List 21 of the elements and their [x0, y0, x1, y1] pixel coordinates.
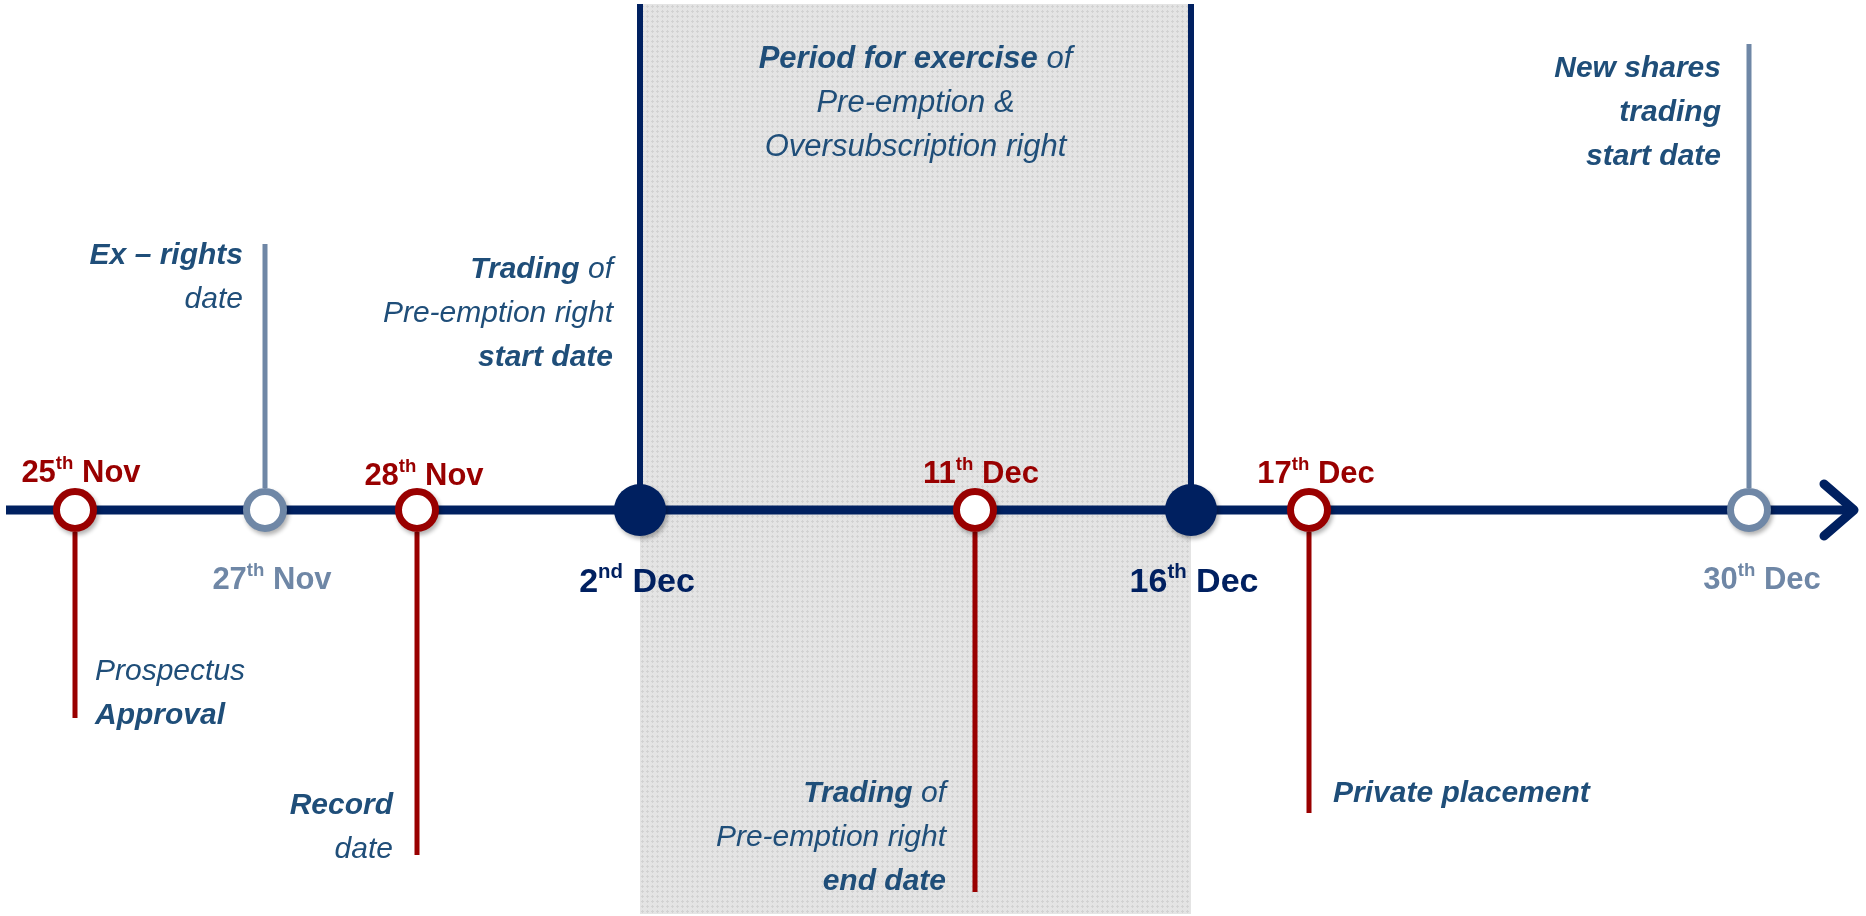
event-label: Private placement: [1309, 770, 1639, 814]
date-label: 25$^{th}$ Nov: [21, 454, 141, 490]
event-label: Prospectus Approval: [75, 648, 275, 736]
stem-line: [414, 532, 420, 855]
stem-line: [1306, 532, 1312, 813]
stem-line: [972, 532, 978, 892]
date-label: 11$^{th}$ Dec: [923, 455, 1039, 491]
event-label: New shares trading start date: [1549, 45, 1749, 177]
stem-line: [1746, 44, 1752, 488]
event-label: Ex – rights date: [65, 232, 265, 320]
date-label: 16$^{th}$ Dec: [1129, 560, 1259, 600]
stem-line: [72, 532, 78, 718]
date-label: 2$^{nd}$ Dec: [579, 560, 695, 600]
period-heading: Period for exercise of Pre-emption & Oversubscription right: [757, 39, 1076, 165]
date-label: 28$^{th}$ Nov: [364, 457, 484, 493]
date-label: 27$^{th}$ Nov: [212, 561, 332, 597]
event-label: Record date: [262, 782, 417, 870]
date-label: 17$^{th}$ Dec: [1257, 455, 1375, 491]
date-label: 30$^{th}$ Dec: [1703, 561, 1821, 597]
stem-line: [262, 244, 268, 488]
event-label: Trading of Pre-emption right end date: [685, 770, 975, 902]
